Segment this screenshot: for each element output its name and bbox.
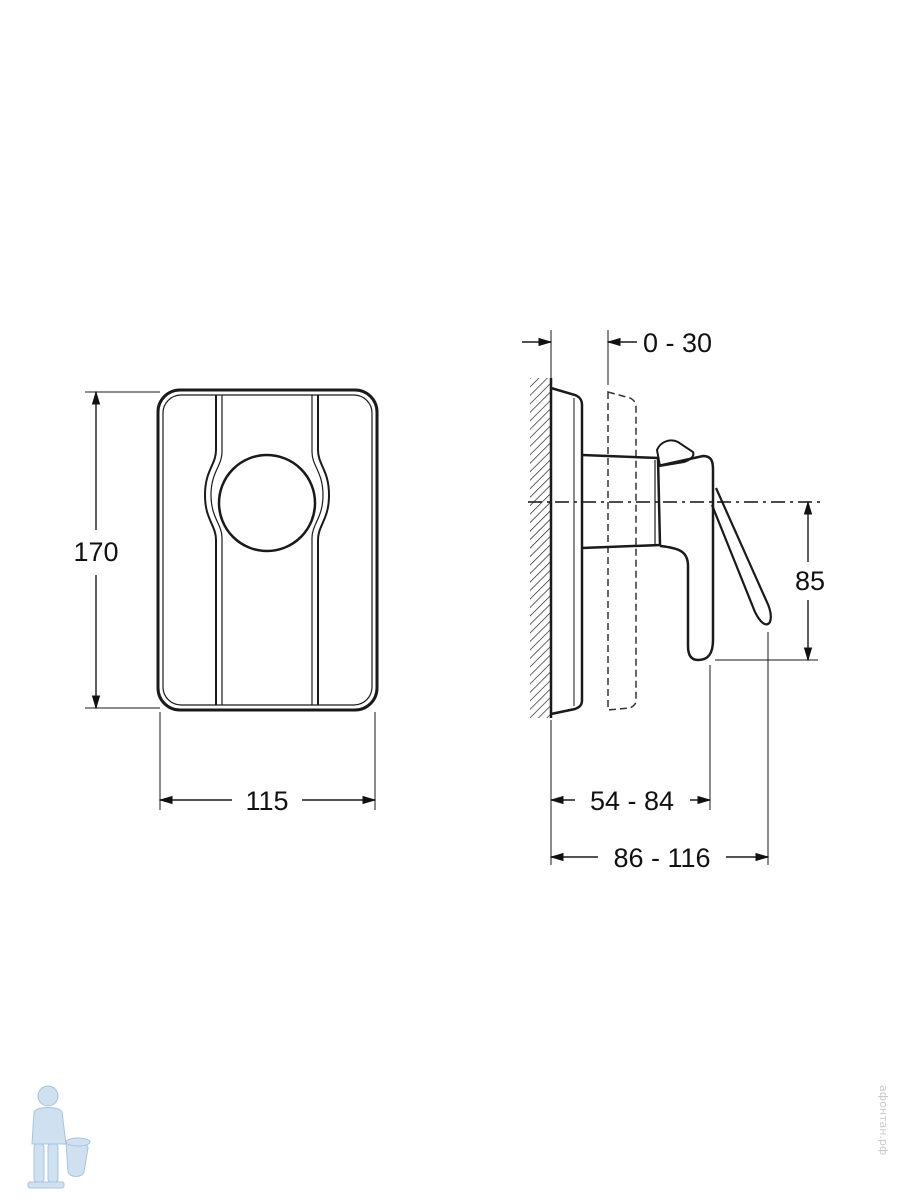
- watermark: афонтан.рф: [874, 1085, 894, 1195]
- dim-height-front: 170: [73, 537, 118, 567]
- lever-handle: [657, 454, 715, 662]
- plumber-mascot-icon: [27, 1085, 91, 1189]
- side-view: 0 - 30 85 54 - 84 86 - 116: [522, 328, 825, 873]
- groove-right-inner: [311, 395, 324, 705]
- dim-width-front: 115: [245, 786, 288, 816]
- dim-lever-drop: 85: [795, 566, 825, 596]
- groove-left: [203, 395, 217, 705]
- adjust-outline: [607, 391, 637, 711]
- plate-profile: [550, 386, 584, 716]
- valve-body: [581, 453, 662, 550]
- lever-cap: [655, 439, 695, 468]
- cover-plate-outer: [156, 388, 379, 712]
- cover-plate-inner: [162, 394, 373, 706]
- watermark-text: афонтан.рф: [877, 1085, 890, 1156]
- dim-depth-total: 86 - 116: [613, 843, 710, 873]
- front-view: 170 115: [73, 388, 379, 816]
- wall-hatch: [530, 378, 550, 718]
- dim-depth-body: 54 - 84: [590, 786, 674, 816]
- lever-alt-position: [710, 487, 772, 626]
- groove-right: [317, 395, 331, 705]
- dim-adjust-range: 0 - 30: [643, 328, 712, 358]
- control-knob: [217, 453, 317, 553]
- groove-left-inner: [210, 395, 223, 705]
